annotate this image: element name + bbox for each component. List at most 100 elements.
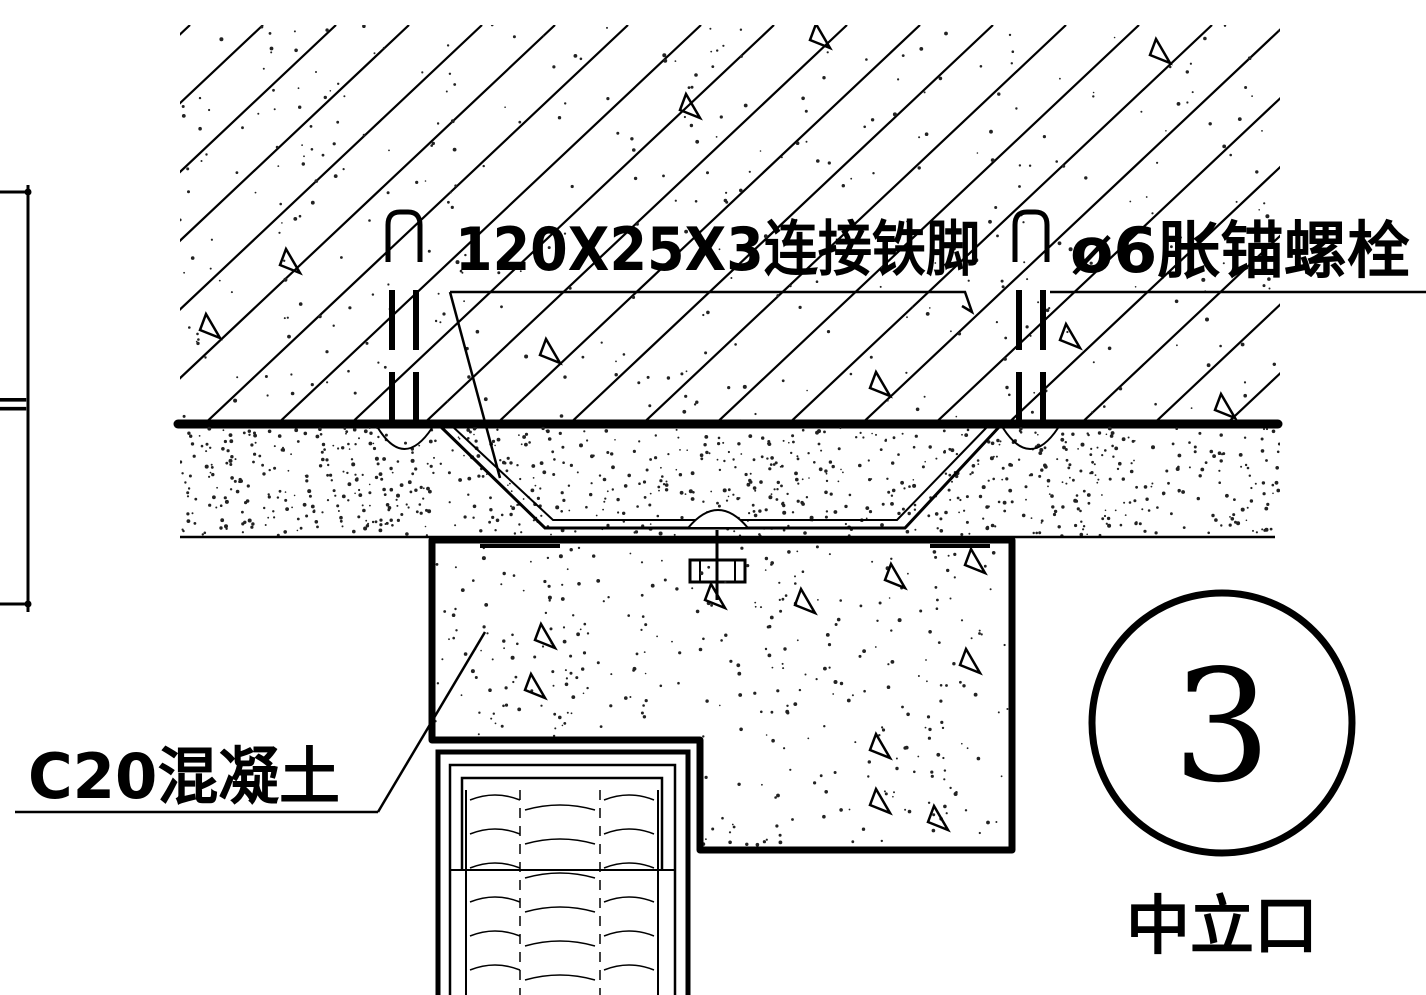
stipple-dot bbox=[1030, 517, 1033, 519]
stipple-dot bbox=[768, 624, 772, 629]
stipple-dot bbox=[1237, 117, 1242, 121]
stipple-dot bbox=[210, 463, 213, 466]
stipple-dot bbox=[795, 141, 800, 145]
stipple-dot bbox=[796, 639, 799, 642]
stipple-dot bbox=[1077, 448, 1079, 450]
stipple-dot bbox=[1008, 33, 1012, 37]
stipple-dot bbox=[704, 435, 709, 439]
stipple-dot bbox=[706, 171, 709, 175]
stipple-dot bbox=[209, 471, 212, 474]
stipple-dot bbox=[788, 441, 790, 444]
stipple-dot bbox=[825, 633, 830, 637]
stipple-dot bbox=[266, 394, 269, 397]
stipple-dot bbox=[649, 523, 652, 525]
stipple-dot bbox=[447, 471, 451, 475]
hatch-line bbox=[785, 25, 1213, 425]
stipple-dot bbox=[1048, 307, 1051, 310]
stipple-dot bbox=[518, 523, 521, 526]
stipple-dot bbox=[825, 510, 829, 513]
stipple-dot bbox=[472, 579, 475, 582]
stipple-dot bbox=[839, 427, 842, 430]
stipple-dot bbox=[622, 353, 626, 356]
stipple-dot bbox=[906, 712, 910, 717]
stipple-dot bbox=[637, 801, 640, 805]
stipple-dot bbox=[971, 471, 974, 474]
stipple-dot bbox=[648, 503, 652, 507]
stipple-dot bbox=[530, 560, 532, 563]
stipple-dot bbox=[354, 492, 356, 495]
aggregate-triangle bbox=[808, 25, 833, 51]
stipple-dot bbox=[895, 757, 898, 760]
stipple-dot bbox=[1091, 411, 1094, 414]
stipple-dot bbox=[512, 574, 516, 577]
stipple-dot bbox=[296, 529, 299, 532]
stipple-dot bbox=[1069, 476, 1071, 479]
stipple-dot bbox=[667, 453, 670, 456]
stipple-dot bbox=[340, 256, 343, 259]
stipple-dot bbox=[1032, 531, 1035, 535]
grain-arc bbox=[469, 862, 655, 879]
stipple-dot bbox=[400, 513, 404, 516]
stipple-dot bbox=[434, 319, 438, 323]
stipple-dot bbox=[643, 496, 647, 499]
stipple-dot bbox=[534, 484, 537, 487]
stipple-dot bbox=[385, 503, 390, 507]
stipple-dot bbox=[695, 609, 700, 614]
stipple-dot bbox=[1064, 448, 1068, 451]
stipple-dot bbox=[509, 482, 511, 485]
stipple-dot bbox=[472, 504, 477, 509]
stipple-dot bbox=[351, 462, 356, 467]
stipple-dot bbox=[1262, 492, 1266, 496]
stipple-dot bbox=[809, 515, 814, 520]
stipple-dot bbox=[746, 482, 751, 487]
stipple-dot bbox=[1255, 170, 1259, 174]
stipple-dot bbox=[1079, 509, 1082, 513]
stipple-dot bbox=[1121, 477, 1126, 481]
stipple-dot bbox=[742, 384, 747, 389]
stipple-dot bbox=[1235, 200, 1238, 203]
stipple-dot bbox=[488, 520, 491, 524]
stipple-dot bbox=[181, 114, 186, 118]
stipple-dot bbox=[890, 502, 894, 506]
stipple-dot bbox=[273, 516, 276, 519]
stipple-dot bbox=[1061, 505, 1065, 509]
stipple-dot bbox=[506, 456, 510, 460]
stipple-dot bbox=[919, 47, 924, 51]
stipple-dot bbox=[824, 490, 828, 495]
stipple-dot bbox=[225, 461, 229, 465]
stipple-dot bbox=[284, 491, 287, 493]
hatch-line bbox=[493, 25, 921, 425]
stipple-dot bbox=[609, 704, 613, 708]
stipple-dot bbox=[519, 270, 522, 273]
stipple-dot bbox=[878, 601, 882, 605]
stipple-dot bbox=[744, 472, 748, 477]
stipple-dot bbox=[590, 454, 594, 459]
stipple-dot bbox=[192, 454, 196, 458]
stipple-dot bbox=[1040, 522, 1043, 524]
stipple-dot bbox=[623, 484, 628, 488]
stipple-dot bbox=[1018, 185, 1021, 188]
stipple-dot bbox=[769, 463, 773, 466]
stipple-dot bbox=[1240, 507, 1245, 512]
stipple-dot bbox=[1263, 202, 1266, 205]
stipple-dot bbox=[773, 488, 776, 491]
wall-stipple bbox=[180, 25, 1280, 423]
stipple-dot bbox=[1092, 361, 1095, 364]
stipple-dot bbox=[1026, 278, 1029, 281]
stipple-dot bbox=[236, 376, 239, 379]
stipple-dot bbox=[541, 645, 545, 648]
stipple-dot bbox=[1062, 445, 1066, 450]
stipple-dot bbox=[883, 790, 886, 793]
stipple-dot bbox=[721, 816, 724, 820]
stipple-dot bbox=[490, 717, 493, 720]
stipple-dot bbox=[308, 494, 312, 498]
stipple-dot bbox=[798, 688, 802, 692]
stipple-dot bbox=[1092, 91, 1095, 94]
stipple-dot bbox=[999, 440, 1002, 443]
stipple-dot bbox=[362, 25, 366, 28]
dimension-mark: = bbox=[0, 378, 31, 429]
stipple-dot bbox=[241, 510, 244, 514]
stipple-dot bbox=[797, 482, 800, 485]
stipple-dot bbox=[939, 699, 943, 703]
stipple-dot bbox=[1003, 509, 1007, 513]
